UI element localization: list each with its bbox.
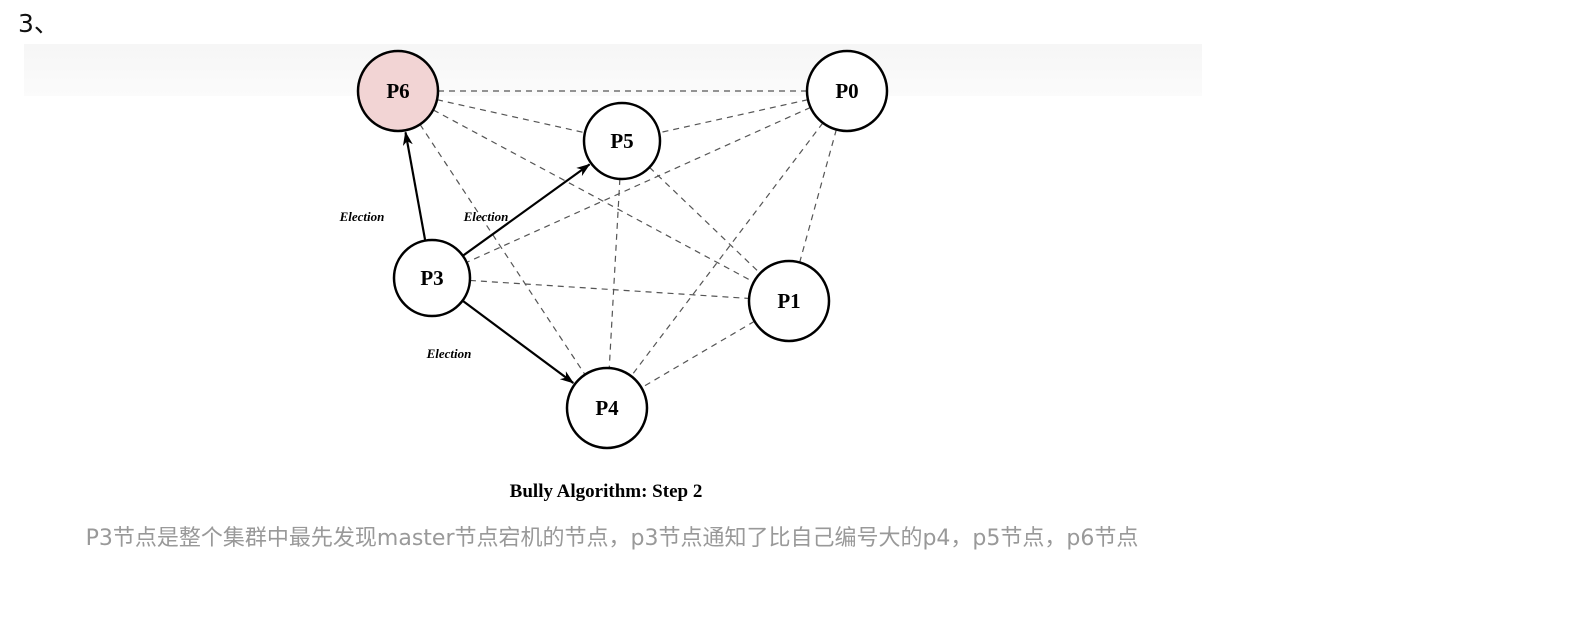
node-label: P5 xyxy=(610,129,633,153)
node-label: P1 xyxy=(777,289,800,313)
edge-P5-P4 xyxy=(608,178,621,369)
election-arrow-P3-P4 xyxy=(461,299,575,384)
node-label: P3 xyxy=(420,266,443,290)
node-p6: P6 xyxy=(356,49,440,133)
figure-caption: P3节点是整个集群中最先发现master节点宕机的节点，p3节点通知了比自己编号… xyxy=(85,526,1139,551)
edge-P1-P4 xyxy=(641,320,755,389)
node-circle xyxy=(747,259,831,343)
edge-P0-P1 xyxy=(799,129,837,263)
election-arrow-P3-P5 xyxy=(462,163,591,257)
step-number: 3、 xyxy=(18,9,59,38)
edge-P6-P4 xyxy=(419,124,586,375)
node-circle xyxy=(565,366,649,450)
diagram-title: Bully Algorithm: Step 2 xyxy=(510,481,703,502)
election-label: Election xyxy=(463,209,509,224)
node-label: P0 xyxy=(835,79,858,103)
node-p3: P3 xyxy=(392,238,472,318)
node-p1: P1 xyxy=(747,259,831,343)
edge-P0-P4 xyxy=(630,122,824,377)
election-arrow-P3-P6 xyxy=(402,131,427,241)
election-label: Election xyxy=(339,209,385,224)
edge-P0-P5 xyxy=(658,99,809,134)
node-circle xyxy=(805,49,889,133)
edge-P3-P1 xyxy=(469,279,750,300)
edge-P5-P1 xyxy=(649,166,761,274)
node-circle xyxy=(582,101,662,181)
node-p0: P0 xyxy=(805,49,889,133)
node-circle xyxy=(356,49,440,133)
edge-P6-P1 xyxy=(432,109,755,283)
figure-band xyxy=(24,44,1202,96)
node-label: P4 xyxy=(595,396,619,420)
node-circle xyxy=(392,238,472,318)
edge-P6-P5 xyxy=(436,99,586,134)
edge-P0-P3 xyxy=(466,106,811,263)
election-label: Election xyxy=(426,346,472,361)
node-p4: P4 xyxy=(565,366,649,450)
node-p5: P5 xyxy=(582,101,662,181)
node-label: P6 xyxy=(386,79,409,103)
